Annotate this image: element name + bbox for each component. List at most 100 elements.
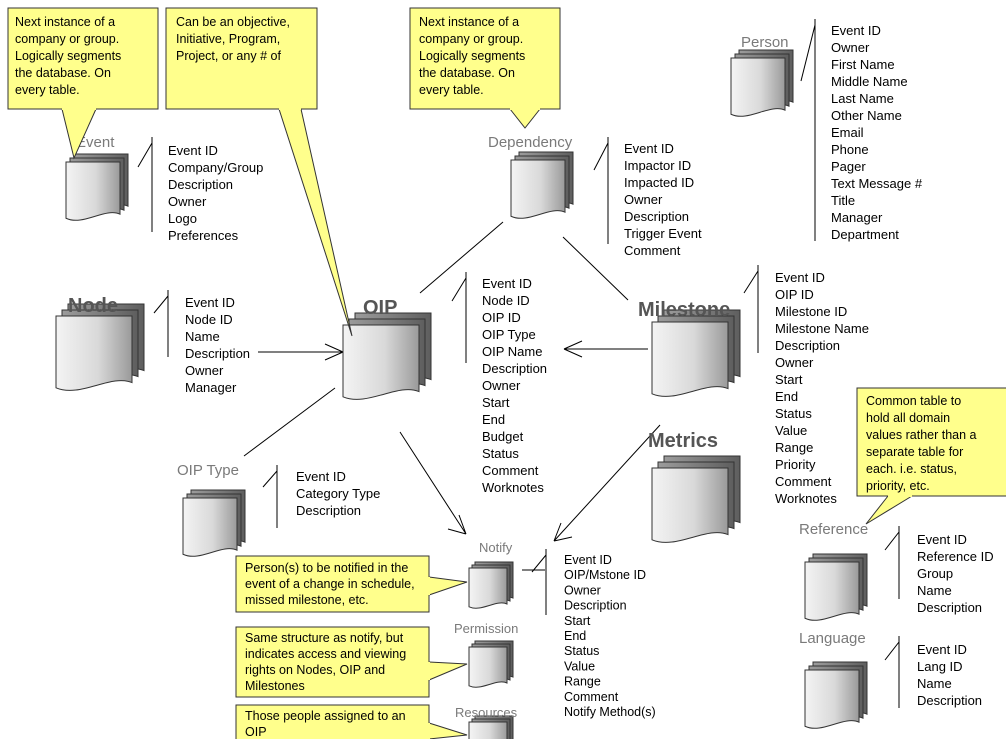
dependency-table-icon [510,151,574,219]
permission-note-text-line: Same structure as notify, but [245,631,404,645]
node-field: Manager [185,380,237,395]
node-field: Event ID [185,295,235,310]
oip-type-table-icon [182,489,246,557]
permission-note-text-line: indicates access and viewing [245,647,406,661]
node-field: Owner [185,363,224,378]
milestone-table-name: Milestone [638,299,730,321]
notify-field: Value [564,659,595,673]
person-field: Pager [831,159,866,174]
dependency-note-callout: Next instance of a company or group. Logic… [409,7,561,129]
event-note-text-line: company or group. [15,32,119,46]
language-doc-sheet [804,669,860,729]
person-field: Other Name [831,108,902,123]
event-field: Logo [168,211,197,226]
node-field: Description [185,346,250,361]
milestone-field: Milestone Name [775,321,869,336]
notify-field: End [564,629,586,643]
milestone-field: Owner [775,355,814,370]
node-field: Name [185,329,220,344]
notify-note-text-line: event of a change in schedule, [245,577,415,591]
oip-field: Status [482,446,519,461]
reference-note-text-line: each. i.e. status, [866,462,957,476]
reference-field: Group [917,566,953,581]
oip-field: Event ID [482,276,532,291]
dependency-field: Description [624,209,689,224]
notify-field: Range [564,675,601,689]
person-field: Title [831,193,855,208]
oip-type-field: Description [296,503,361,518]
dependency-field: Event ID [624,141,674,156]
event-doc-sheet [65,161,121,221]
oip-field: Description [482,361,547,376]
person-field: Middle Name [831,74,908,89]
permission-note-text-line: Milestones [245,679,305,693]
language-table-name: Language [799,630,866,647]
milestone-doc-sheet [651,321,729,397]
node-table-name: Node [68,295,118,317]
milestone-field: Event ID [775,270,825,285]
dependency-note-text-line: company or group. [419,32,523,46]
oip-type-doc-sheet [182,497,238,557]
dependency-note-text-line: Logically segments [419,49,525,63]
milestone-field: Start [775,372,803,387]
permission-table-name: Permission [454,621,518,636]
event-field: Preferences [168,228,239,243]
reference-note-text-line: separate table for [866,445,963,459]
notify-note-text-line: Person(s) to be notified in the [245,561,408,575]
oip-field-bracket [451,272,467,363]
oip-field: OIP Name [482,344,542,359]
oip-field: OIP Type [482,327,536,342]
reference-field: Name [917,583,952,598]
milestone-field: Worknotes [775,491,837,506]
milestone-field: End [775,389,798,404]
reference-table-name: Reference [799,521,868,538]
resources-note-text-line: OIP [245,725,267,739]
oip-note-callout: Can be an objective,Initiative, Program,… [165,7,353,337]
reference-note-text-line: hold all domain [866,411,950,425]
milestone-field: Milestone ID [775,304,847,319]
notify-note-text-line: missed milestone, etc. [245,593,369,607]
resources-note-text-line: Those people assigned to an [245,709,406,723]
dependency-note-text-line: Next instance of a [419,15,519,29]
reference-field: Description [917,600,982,615]
milestone-field: Description [775,338,840,353]
dependency-field: Impacted ID [624,175,694,190]
oip-note-text-line: Project, or any # of [176,49,281,63]
oip-table-icon [342,312,432,400]
permission-table-icon [468,640,514,688]
reference-table-icon [804,553,868,621]
notify-field: Event ID [564,553,612,567]
dependency-note-text-line: the database. On [419,66,515,80]
permission-doc-sheet [468,646,508,688]
metrics-table-name: Metrics [648,430,718,452]
language-field: Event ID [917,642,967,657]
metrics-table-icon [651,455,741,543]
notify-field: OIP/Mstone ID [564,568,646,582]
milestone-field: Priority [775,457,816,472]
notify-field-bracket [531,549,547,615]
oip-note-text-line: Initiative, Program, [176,32,280,46]
oip-field: Start [482,395,510,410]
reference-field: Reference ID [917,549,994,564]
event-table-name: Event [76,134,115,151]
oip-field: End [482,412,505,427]
event-note-text-line: Next instance of a [15,15,115,29]
person-field: Owner [831,40,870,55]
milestone-field: Range [775,440,813,455]
language-field: Description [917,693,982,708]
notify-table-name: Notify [479,540,513,555]
notify-field: Comment [564,690,619,704]
resources-table-name: Resources [455,705,518,720]
oip-field: Worknotes [482,480,544,495]
notify-field: Owner [564,583,601,597]
dependency-field-bracket [593,137,609,244]
reference-field: Event ID [917,532,967,547]
milestone-field: Status [775,406,812,421]
person-table-name: Person [741,34,789,51]
metrics-doc-sheet [651,467,729,543]
dependency-field: Trigger Event [624,226,702,241]
person-field: Manager [831,210,883,225]
dependency-field: Comment [624,243,681,258]
